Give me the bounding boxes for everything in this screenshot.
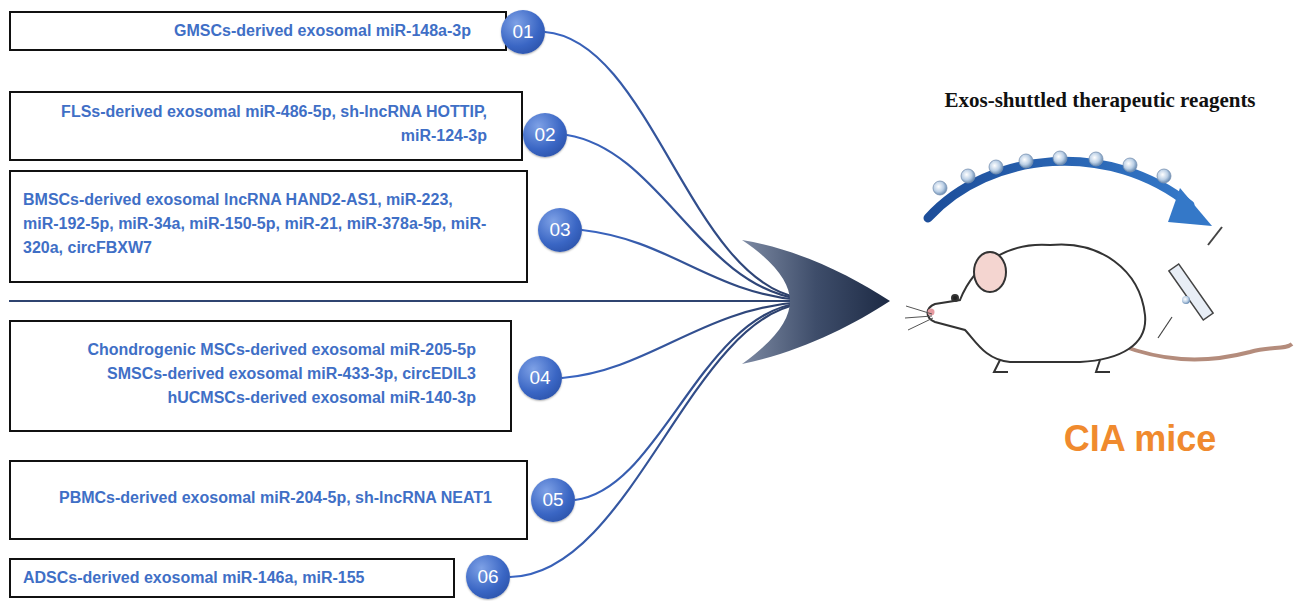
- arrow-head: [742, 240, 890, 364]
- syringe: [1158, 227, 1222, 338]
- box-text: Chondrogenic MSCs-derived exosomal miR-2…: [23, 338, 476, 362]
- number-circle: 02: [523, 113, 567, 157]
- exosome-dots: [933, 151, 1171, 195]
- source-box: Chondrogenic MSCs-derived exosomal miR-2…: [9, 320, 512, 432]
- callout-number: 05: [542, 490, 563, 510]
- number-circle: 06: [466, 555, 510, 599]
- number-circle: 03: [538, 208, 582, 252]
- source-box: GMSCs-derived exosomal miR-148a-3p: [9, 11, 507, 51]
- main-line: [9, 300, 840, 302]
- box-text: FLSs-derived exosomal miR-486-5p, sh-lnc…: [23, 100, 487, 148]
- callout-number: 03: [549, 220, 570, 240]
- callout-number: 02: [534, 125, 555, 145]
- shuttle-arrow-head: [1168, 188, 1212, 226]
- source-box: PBMCs-derived exosomal miR-204-5p, sh-ln…: [9, 460, 528, 540]
- source-box: BMSCs-derived exosomal lncRNA HAND2-AS1,…: [9, 170, 528, 283]
- box-text: GMSCs-derived exosomal miR-148a-3p: [23, 19, 471, 43]
- number-circle: 05: [531, 478, 575, 522]
- number-circle: 04: [518, 356, 562, 400]
- box-text: PBMCs-derived exosomal miR-204-5p, sh-ln…: [23, 486, 492, 510]
- box-text: BMSCs-derived exosomal lncRNA HAND2-AS1,…: [23, 188, 492, 260]
- mouse: [905, 244, 1292, 372]
- shuttle-arrow: [928, 161, 1190, 218]
- number-circle: 01: [501, 10, 545, 54]
- box-text: ADSCs-derived exosomal miR-146a, miR-155: [23, 566, 419, 590]
- callout-number: 04: [529, 368, 550, 388]
- title-label: Exos-shuttled therapeutic reagents: [944, 88, 1255, 113]
- target-label: CIA mice: [1064, 418, 1217, 460]
- source-box: FLSs-derived exosomal miR-486-5p, sh-lnc…: [9, 91, 523, 161]
- callout-number: 06: [477, 567, 498, 587]
- converging-curves: [510, 32, 800, 577]
- box-text: hUCMSCs-derived exosomal miR-140-3p: [23, 386, 476, 410]
- source-box: ADSCs-derived exosomal miR-146a, miR-155: [9, 558, 455, 598]
- callout-number: 01: [512, 22, 533, 42]
- box-text: SMSCs-derived exosomal miR-433-3p, circE…: [23, 362, 476, 386]
